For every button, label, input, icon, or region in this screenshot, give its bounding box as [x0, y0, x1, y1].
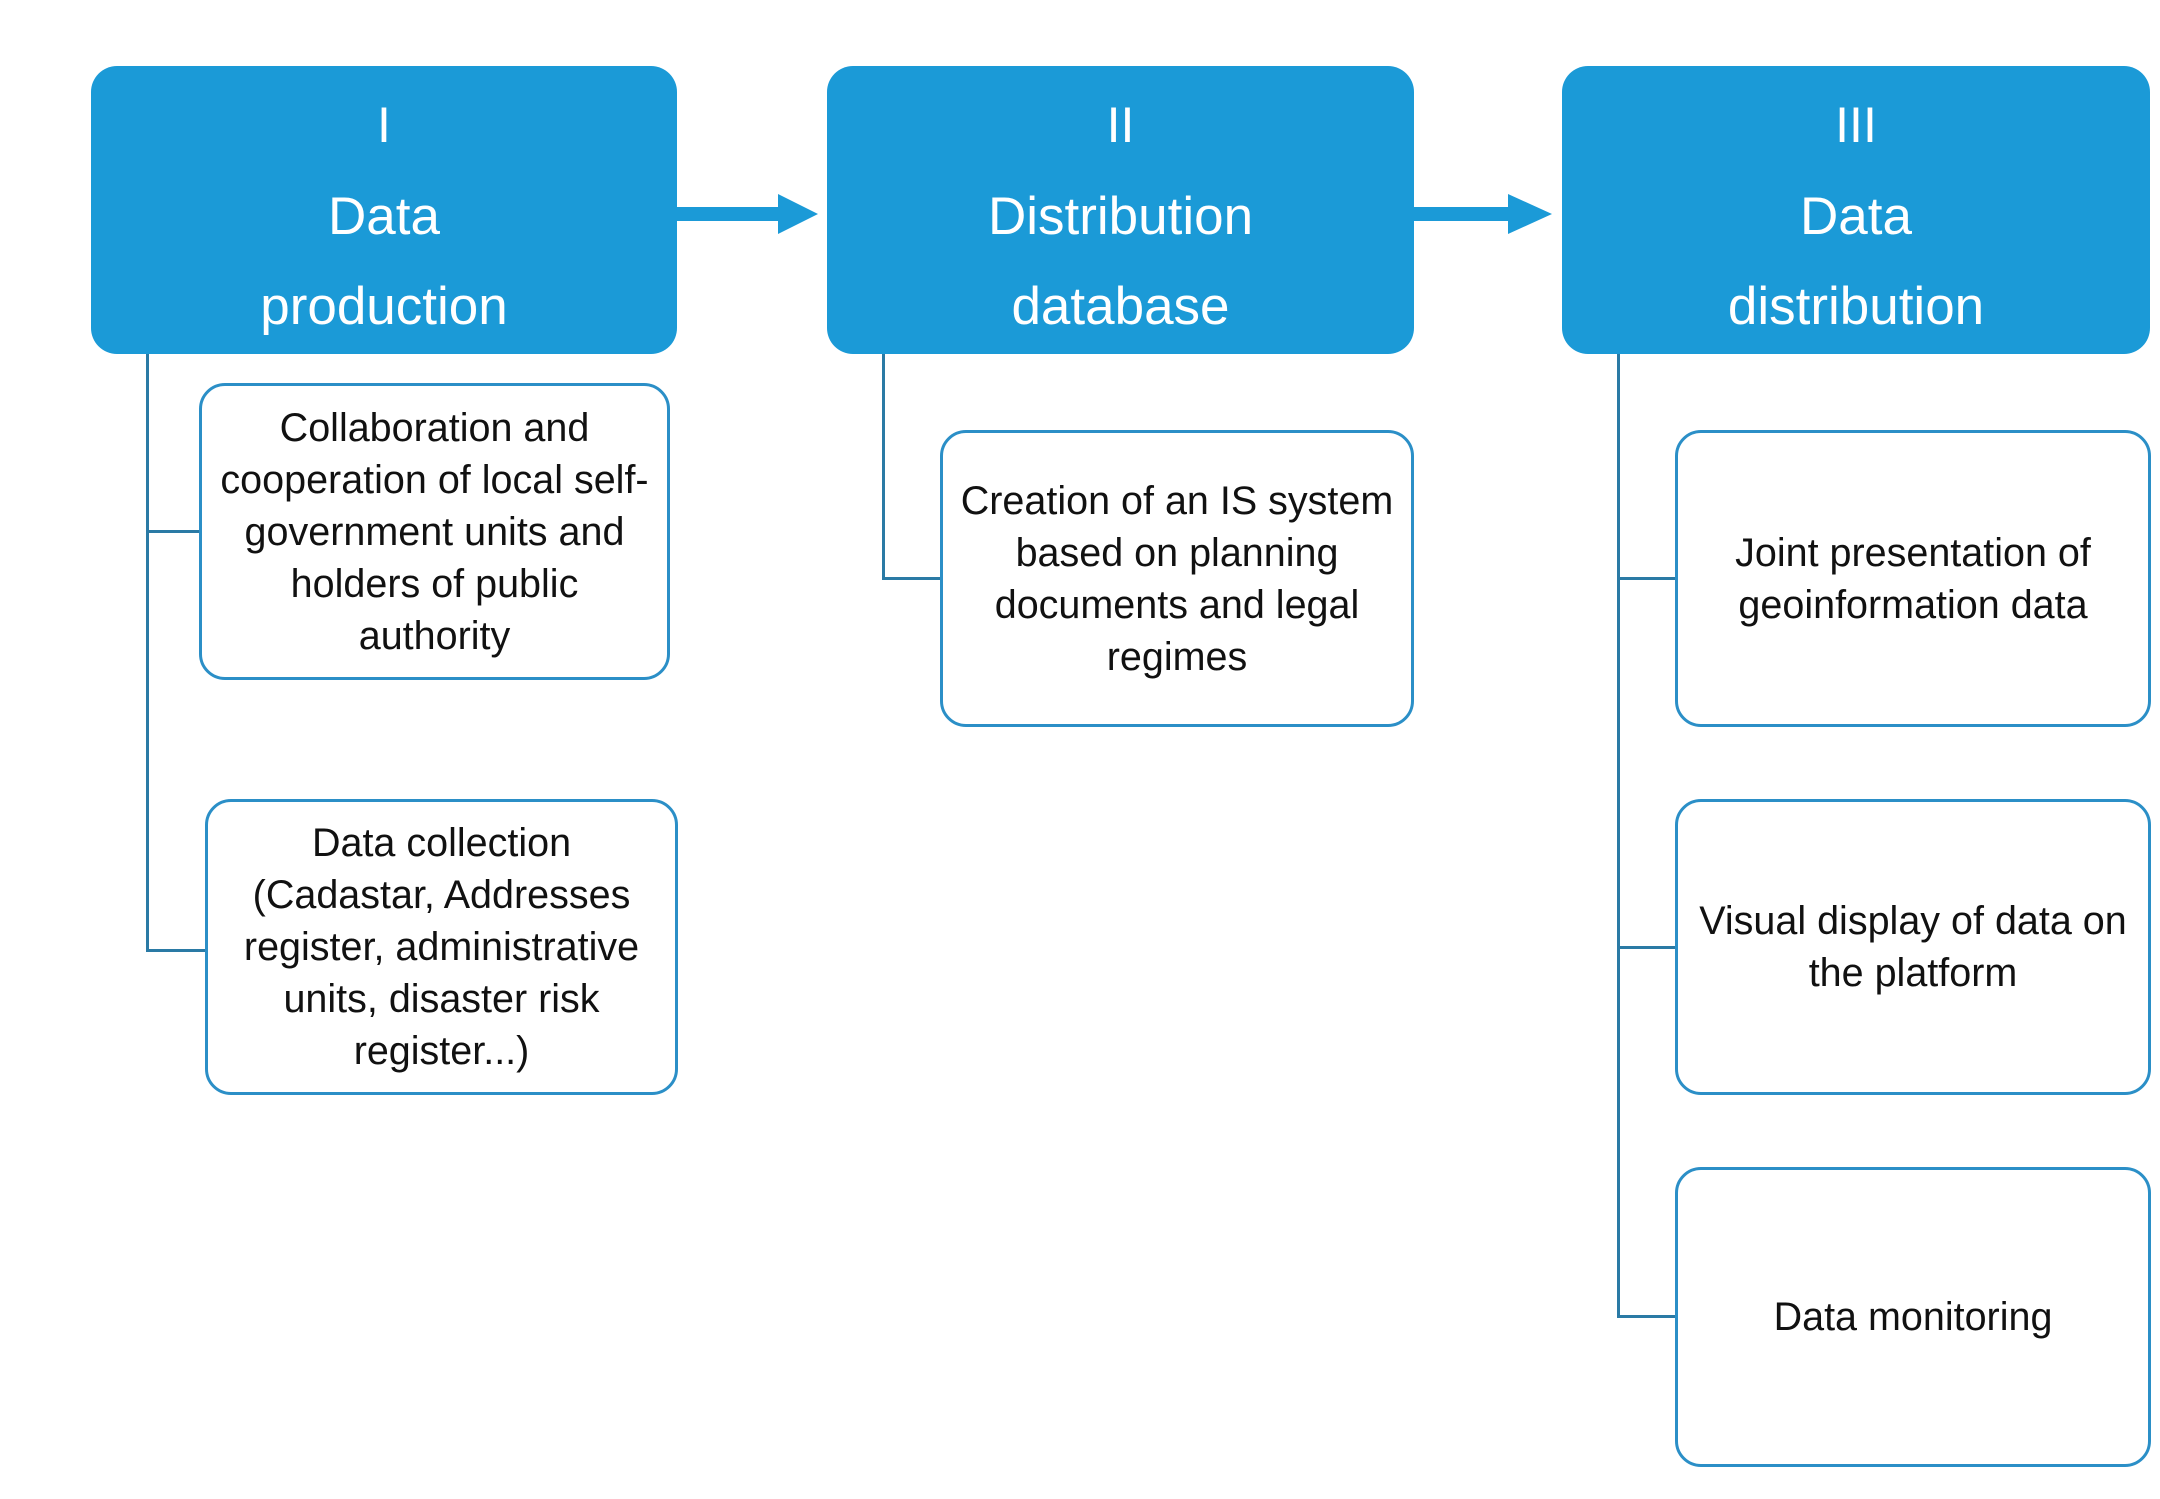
arrow-stage2-to-stage3-head	[1508, 194, 1552, 234]
stage-numeral: III	[1835, 97, 1877, 153]
item-joint-presentation: Joint presentation of geoinformation dat…	[1675, 430, 2151, 727]
connector-stage3-vertical	[1617, 354, 1620, 1318]
item-collaboration-cooperation: Collaboration and cooperation of local s…	[199, 383, 670, 680]
item-data-monitoring: Data monitoring	[1675, 1167, 2151, 1467]
connector-stage3-item1	[1617, 577, 1677, 580]
stage-title-line2: database	[1011, 277, 1230, 336]
item-visual-display: Visual display of data on the platform	[1675, 799, 2151, 1095]
stage-numeral: I	[377, 97, 391, 153]
connector-stage3-item3	[1617, 1315, 1677, 1318]
arrow-stage1-to-stage2-shaft	[677, 207, 780, 221]
connector-stage1-vertical	[146, 354, 149, 952]
stage-numeral: II	[1106, 97, 1135, 153]
stage-distribution-database: II Distribution database	[827, 66, 1414, 354]
arrow-stage2-to-stage3-shaft	[1414, 207, 1510, 221]
item-data-collection: Data collection (Cadastar, Addresses reg…	[205, 799, 678, 1095]
stage-title-line1: Data	[328, 187, 440, 246]
connector-stage1-item1	[146, 530, 201, 533]
arrow-stage1-to-stage2-head	[778, 194, 818, 234]
stage-title-line1: Distribution	[987, 187, 1254, 246]
stage-title-line1: Data	[1800, 187, 1912, 246]
stage-data-production: I Data production	[91, 66, 677, 354]
stage-title-line2: production	[260, 277, 508, 336]
connector-stage3-item2	[1617, 946, 1677, 949]
stage-title-line2: distribution	[1727, 277, 1985, 336]
connector-stage2-vertical	[882, 354, 885, 580]
connector-stage2-item	[882, 577, 942, 580]
connector-stage1-item2	[146, 949, 207, 952]
item-is-system-creation: Creation of an IS system based on planni…	[940, 430, 1414, 727]
stage-data-distribution: III Data distribution	[1562, 66, 2150, 354]
